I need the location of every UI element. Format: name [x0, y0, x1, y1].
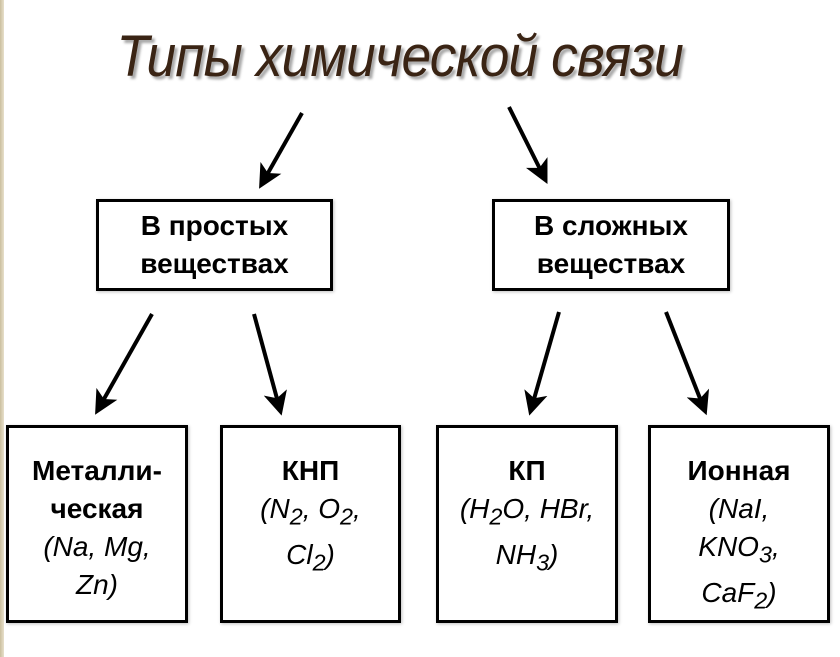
arrow-simple-to-knp	[252, 313, 287, 416]
ionic-examples-line3: CaF2)	[701, 576, 777, 614]
box-complex-substances: В сложных веществах	[492, 199, 730, 291]
box-complex-line1: В сложных	[534, 210, 688, 241]
box-simple-substances: В простых веществах	[96, 199, 333, 291]
arrow-simple-to-metallic	[95, 313, 154, 415]
box-simple-line2: веществах	[140, 248, 289, 279]
box-nonpolar-covalent: КНП (N2, O2, Cl2)	[220, 425, 401, 623]
kp-name: КП	[508, 455, 546, 486]
metallic-examples-line1: (Na, Mg,	[43, 531, 151, 562]
knp-name: КНП	[281, 455, 340, 486]
box-polar-covalent: КП (H2O, HBr, NH3)	[436, 425, 618, 623]
box-ionic-bond: Ионная (NaI, KNO3, CaF2)	[648, 425, 830, 623]
box-simple-line1: В простых	[140, 210, 289, 241]
ionic-examples-line2: KNO3,	[698, 531, 780, 568]
box-metallic-bond: Металли- ческая (Na, Mg, Zn)	[6, 425, 188, 623]
slide-left-edge	[0, 0, 4, 657]
diagram-title: Типы химической связи	[116, 24, 684, 89]
metallic-name-line1: Металли-	[32, 455, 162, 486]
metallic-name-line2: ческая	[50, 493, 144, 524]
kp-examples-line1: (H2O, HBr,	[459, 493, 595, 530]
ionic-examples-line1: (NaI,	[708, 493, 770, 524]
kp-examples-line2: NH3)	[495, 538, 559, 576]
knp-examples-line1: (N2, O2,	[260, 493, 361, 530]
box-complex-line2: веществах	[536, 248, 686, 279]
arrow-title-to-complex	[507, 106, 548, 184]
metallic-examples-line2: Zn)	[76, 569, 118, 600]
knp-examples-line2: Cl2)	[286, 538, 335, 576]
arrow-complex-to-ionic	[664, 311, 710, 416]
arrow-complex-to-kp	[524, 311, 561, 416]
ionic-name: Ионная	[687, 455, 791, 486]
arrow-title-to-simple	[259, 112, 304, 189]
